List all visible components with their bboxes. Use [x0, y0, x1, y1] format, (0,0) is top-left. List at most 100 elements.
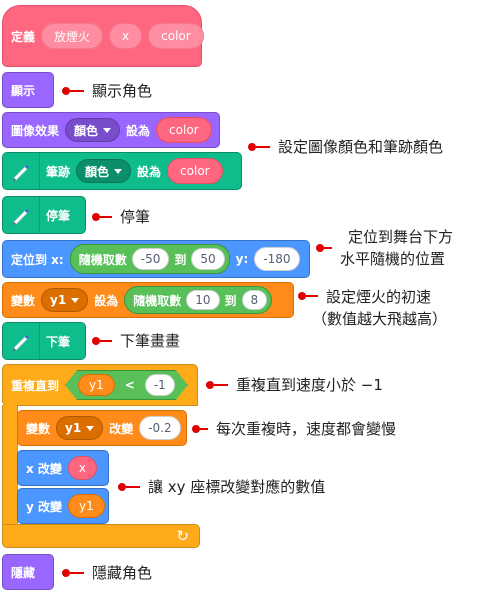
set-variable-block[interactable]: 變數 y1 設為 隨機取數 10 到 8	[2, 282, 294, 318]
change-y-label: y 改變	[26, 499, 63, 514]
annotation-text-line2: 水平隨機的位置	[340, 250, 446, 268]
random-to-word: 到	[174, 252, 187, 267]
variable-dropdown[interactable]: y1	[41, 288, 89, 312]
annotation-text-line2: （數值越大飛越高）	[312, 310, 448, 328]
condition-right-input[interactable]: -1	[145, 374, 175, 396]
annotation-text: 隱藏角色	[92, 564, 153, 582]
annotation-dot	[192, 424, 200, 433]
effect-dropdown-value: 顏色	[74, 123, 99, 138]
annotation-show: 顯示角色	[62, 80, 152, 101]
variable-dropdown[interactable]: y1	[56, 416, 104, 440]
annotation-line	[256, 145, 270, 148]
random-from-input[interactable]: -50	[131, 248, 170, 270]
random-from-input[interactable]: 10	[186, 290, 220, 310]
chevron-down-icon	[71, 297, 80, 303]
loop-arrow-icon: ↻	[176, 527, 189, 545]
annotation-dot	[92, 336, 100, 345]
define-block[interactable]: 定義 放煙火 x color	[2, 5, 204, 67]
pen-param-dropdown[interactable]: 顏色	[76, 159, 132, 183]
pen-icon	[3, 197, 40, 233]
chevron-down-icon	[86, 425, 95, 431]
less-than-condition[interactable]: y1 < -1	[65, 370, 188, 400]
annotation-goto: 定位到舞台下方 水平隨機的位置	[316, 226, 453, 270]
pen-color-value[interactable]: color	[167, 158, 223, 184]
repeat-bottom-arm[interactable]: ↻	[2, 524, 200, 548]
annotation-pen-up: 停筆	[92, 206, 150, 227]
pen-down-label: 下筆	[46, 334, 71, 349]
annotation-change-var: 每次重複時，速度都會變慢	[192, 418, 396, 439]
random-to-input[interactable]: 50	[191, 248, 225, 270]
annotation-pen-down: 下筆畫畫	[92, 330, 180, 351]
change-var-label: 變數	[26, 421, 51, 436]
annotation-text-line1: 設定煙火的初速	[326, 288, 432, 306]
annotation-line	[70, 571, 84, 574]
goto-y-label: y:	[235, 252, 249, 266]
random-reporter[interactable]: 隨機取數 10 到 8	[124, 286, 273, 314]
annotation-change-xy: 讓 xy 座標改變對應的數值	[118, 476, 325, 497]
annotation-dot	[316, 244, 324, 252]
set-var-set-to: 設為	[94, 293, 119, 308]
annotation-line	[306, 295, 318, 297]
annotation-text-line1: 定位到舞台下方	[348, 228, 454, 246]
chevron-down-icon	[103, 127, 112, 133]
hide-block[interactable]: 隱藏	[2, 554, 54, 590]
annotation-dot	[206, 380, 214, 389]
effect-dropdown[interactable]: 顏色	[65, 118, 121, 142]
goto-xy-block[interactable]: 定位到 x: 隨機取數 -50 到 50 y: -180	[2, 240, 310, 278]
change-x-value[interactable]: x	[67, 456, 98, 480]
annotation-text: 重複直到速度小於 −1	[236, 376, 383, 394]
define-param-color[interactable]: color	[148, 23, 204, 49]
annotation-line	[324, 247, 332, 249]
change-y-value[interactable]: y1	[68, 494, 105, 518]
annotation-line	[214, 383, 228, 386]
variable-dropdown-value: y1	[65, 421, 82, 435]
annotation-text: 下筆畫畫	[120, 332, 181, 350]
repeat-until-block[interactable]: 重複直到 y1 < -1	[2, 364, 198, 406]
change-x-label: x 改變	[26, 461, 62, 476]
random-to-input[interactable]: 8	[241, 290, 268, 310]
annotation-dot	[248, 142, 256, 151]
set-image-effect-block[interactable]: 圖像效果 顏色 設為 color	[2, 112, 220, 148]
annotation-text: 顯示角色	[92, 82, 153, 100]
define-name-input[interactable]: 放煙火	[41, 23, 104, 49]
annotation-line	[126, 485, 140, 488]
change-variable-block[interactable]: 變數 y1 改變 -0.2	[17, 410, 187, 446]
change-y-block[interactable]: y 改變 y1	[17, 488, 109, 524]
annotation-dot	[298, 292, 306, 300]
annotation-line	[100, 339, 112, 342]
annotation-text: 停筆	[120, 208, 151, 226]
change-var-change: 改變	[109, 421, 134, 436]
annotation-pen-color: 設定圖像顏色和筆跡顏色	[248, 136, 443, 157]
annotation-text: 每次重複時，速度都會變慢	[216, 420, 397, 438]
pen-up-label: 停筆	[46, 208, 71, 223]
annotation-dot	[92, 212, 100, 221]
condition-left-var[interactable]: y1	[78, 374, 115, 396]
set-pen-color-block[interactable]: 筆跡 顏色 設為 color	[2, 152, 242, 190]
annotation-text: 讓 xy 座標改變對應的數值	[148, 478, 326, 496]
show-block[interactable]: 顯示	[2, 72, 54, 108]
random-reporter[interactable]: 隨機取數 -50 到 50	[69, 244, 230, 274]
define-param-x[interactable]: x	[109, 23, 143, 49]
chevron-down-icon	[114, 168, 123, 174]
goto-label: 定位到 x:	[11, 252, 64, 267]
hide-label: 隱藏	[11, 565, 36, 580]
random-label: 隨機取數	[78, 252, 127, 267]
goto-y-input[interactable]: -180	[254, 247, 300, 271]
pen-icon	[3, 323, 40, 359]
annotation-line	[100, 215, 112, 218]
change-var-amount[interactable]: -0.2	[139, 416, 181, 440]
pen-up-block[interactable]: 停筆	[2, 196, 86, 234]
pen-down-block[interactable]: 下筆	[2, 322, 86, 360]
annotation-dot	[62, 86, 70, 95]
image-effect-color-value[interactable]: color	[156, 117, 212, 143]
annotation-line	[200, 427, 208, 430]
pen-color-set-to: 設為	[137, 164, 162, 179]
condition-operator: <	[124, 378, 135, 392]
show-label: 顯示	[11, 83, 36, 98]
repeat-c-arm	[2, 405, 18, 525]
annotation-line	[70, 89, 84, 92]
annotation-hide: 隱藏角色	[62, 562, 152, 583]
change-x-block[interactable]: x 改變 x	[17, 450, 109, 486]
image-effect-set-to: 設為	[126, 123, 151, 138]
image-effect-label: 圖像效果	[11, 123, 60, 138]
